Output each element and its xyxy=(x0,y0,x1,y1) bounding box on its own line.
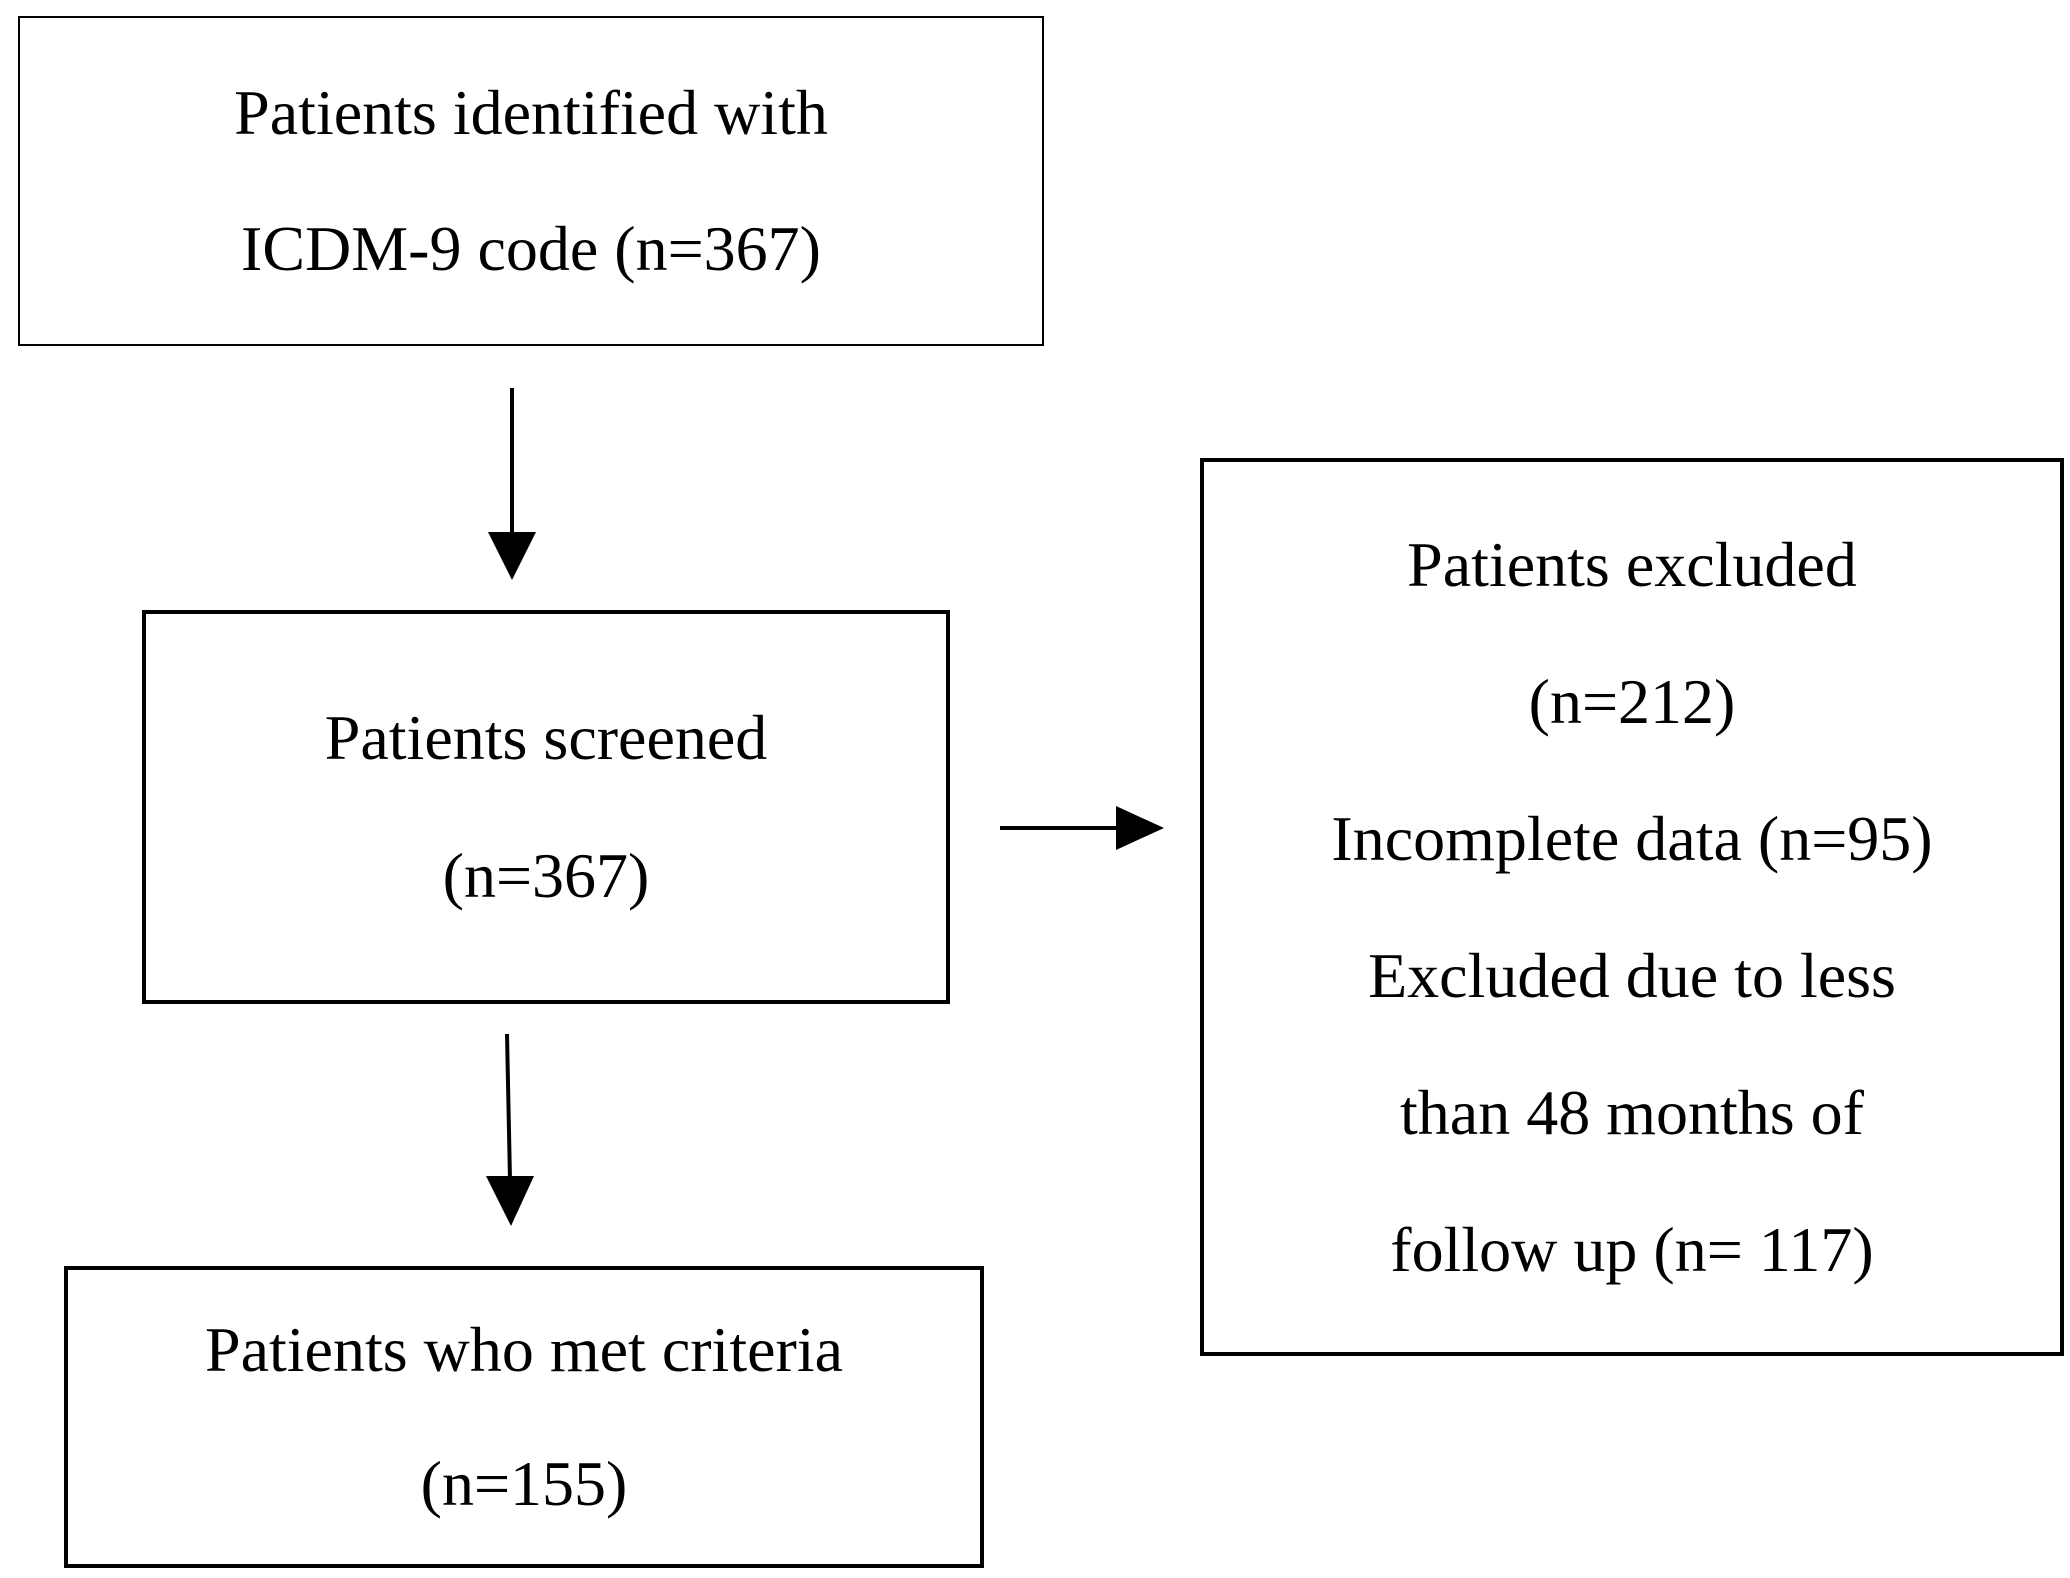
excluded-line-5: than 48 months of xyxy=(1400,1077,1864,1148)
met-criteria-line-1: Patients who met criteria xyxy=(204,1314,844,1385)
excluded-line-2: (n=212) xyxy=(1528,666,1736,737)
identified-line-1: Patients identified with xyxy=(234,77,828,148)
excluded-line-4: Excluded due to less xyxy=(1368,940,1896,1011)
excluded-box: Patients excluded (n=212) Incomplete dat… xyxy=(1200,458,2064,1356)
screened-box: Patients screened (n=367) xyxy=(142,610,950,1004)
excluded-line-6: follow up (n= 117) xyxy=(1390,1214,1874,1285)
arrow-screened-to-excluded xyxy=(1000,806,1164,850)
identified-box: Patients identified with ICDM-9 code (n=… xyxy=(18,16,1044,346)
met-criteria-box: Patients who met criteria (n=155) xyxy=(64,1266,984,1568)
arrow-identified-to-screened xyxy=(488,388,536,580)
met-criteria-line-2: (n=155) xyxy=(420,1448,628,1519)
identified-line-2: ICDM-9 code (n=367) xyxy=(241,213,821,284)
excluded-line-3: Incomplete data (n=95) xyxy=(1331,803,1933,874)
excluded-line-1: Patients excluded xyxy=(1407,529,1857,600)
screened-line-2: (n=367) xyxy=(442,840,650,911)
arrow-screened-to-met xyxy=(486,1033,534,1226)
screened-line-1: Patients screened xyxy=(324,702,768,773)
